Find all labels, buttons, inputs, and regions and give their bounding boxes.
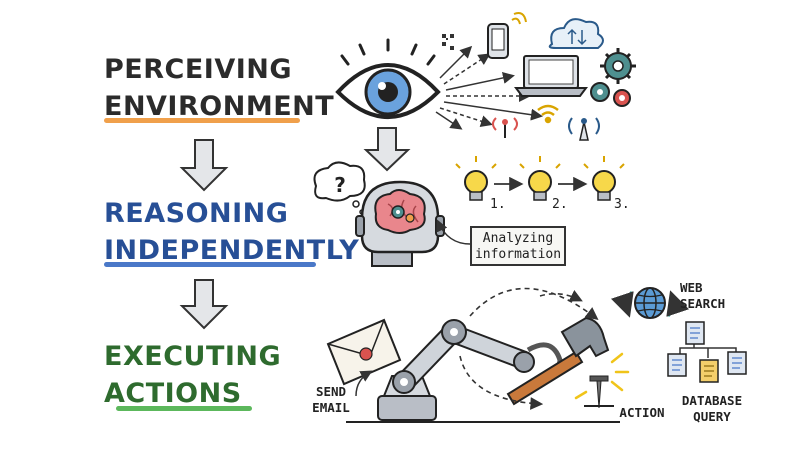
step-label-1: 1. [490,197,506,212]
web-search-line-1: WEB [680,280,703,295]
down-arrow-eye [363,127,411,172]
callout-line-2: information [474,247,562,263]
wifi-icon [537,104,559,124]
robotic-arm-icon [377,319,563,421]
stage-perceiving-label: PERCEIVING ENVIRONMENT [104,56,334,120]
gears-icon [590,48,636,107]
database-line-1: DATABASE [681,393,743,408]
signal-tower-icon [568,117,600,141]
callout-line-1: Analyzing [482,231,554,246]
stage-reasoning-label: REASONING INDEPENDENTLY [104,200,359,264]
web-search-label: WEB SEARCH [680,280,736,311]
perceiving-underline [104,118,300,123]
reasoning-underline [104,262,316,267]
database-query-label: DATABASE QUERY [672,393,752,424]
laptop-icon [514,55,588,97]
impact-burst-icon [574,352,630,400]
thought-mark: ? [334,173,346,197]
actions-title: ACTIONS [104,378,242,409]
send-email-line-2: EMAIL [312,399,350,415]
stage-executing-label: EXECUTING ACTIONS [104,343,281,407]
executing-title: EXECUTING [104,341,282,372]
reasoning-title: REASONING [104,198,289,229]
robot-head-icon [355,180,445,267]
step-label-2: 2. [552,197,568,212]
database-line-2: QUERY [693,408,731,424]
down-arrow-2 [179,279,229,330]
send-email-line-1: SEND [315,384,347,399]
down-arrow-1 [179,139,229,192]
smartphone-icon [487,12,527,59]
perception-rays [435,45,543,130]
motion-arrows [459,287,599,410]
lightbulb-icon-3 [583,156,625,201]
lightbulb-icon-2 [519,156,561,201]
callout-connector [436,219,471,245]
lightbulb-icon-1 [455,156,497,201]
nail-icon [584,375,614,409]
radio-antenna-icon [492,117,518,138]
thought-bubble-icon: ? [313,161,366,215]
environment-title: ENVIRONMENT [104,91,335,122]
idea-steps: 1. 2. 3. [455,156,630,212]
web-search-globe-icon [610,287,690,319]
analyzing-information-callout: Analyzing information [470,226,566,266]
independently-title: INDEPENDENTLY [104,235,360,266]
step-label-3: 3. [614,197,630,212]
email-envelope-icon [326,318,402,397]
action-label: ACTION [619,405,665,420]
eye-icon [335,38,441,119]
send-email-label: SEND EMAIL [306,384,356,415]
perceiving-title: PERCEIVING [104,54,293,85]
cloud-icon [548,18,604,49]
executing-underline [116,406,252,411]
qr-code-icon [442,34,454,50]
database-documents-icon [667,321,747,383]
web-search-line-2: SEARCH [680,295,726,311]
